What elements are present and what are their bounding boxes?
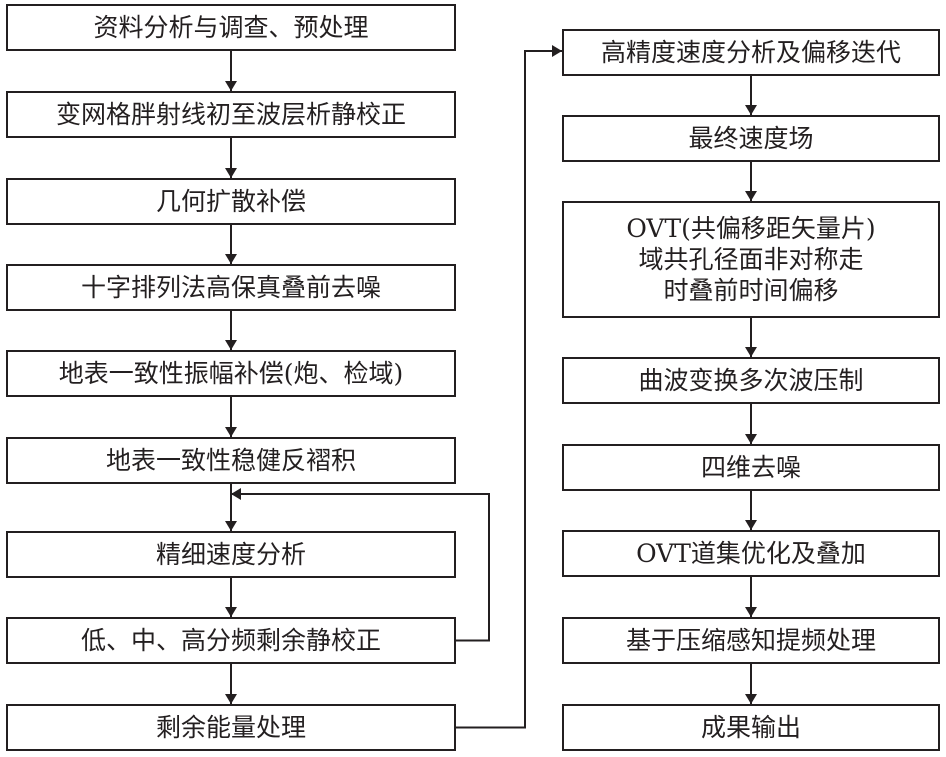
step-result-output: 成果输出 — [562, 704, 940, 751]
step-multiple-suppression: 曲波变换多次波压制 — [562, 357, 940, 404]
step-4d-denoise: 四维去噪 — [562, 444, 940, 491]
step-amplitude-compensation: 地表一致性振幅补偿(炮、检域) — [6, 350, 456, 397]
step-data-analysis: 资料分析与调查、预处理 — [6, 4, 456, 51]
step-prestack-denoise: 十字排列法高保真叠前去噪 — [6, 264, 456, 311]
arrow-l9-to-r1 — [456, 45, 562, 729]
step-velocity-migration-iteration: 高精度速度分析及偏移迭代 — [562, 29, 940, 76]
arrow-l8-to-l7 — [231, 488, 490, 642]
step-tomographic-static-correction: 变网格胖射线初至波层析静校正 — [6, 91, 456, 138]
step-residual-energy-processing: 剩余能量处理 — [6, 704, 456, 751]
step-ovt-prestack-time-migration: OVT(共偏移距矢量片) 域共孔径面非对称走 时叠前时间偏移 — [562, 201, 940, 318]
step-deconvolution: 地表一致性稳健反褶积 — [6, 437, 456, 484]
step-geometric-spreading-compensation: 几何扩散补偿 — [6, 178, 456, 225]
step-ovt-gather-stack: OVT道集优化及叠加 — [562, 530, 940, 577]
step-velocity-analysis: 精细速度分析 — [6, 531, 456, 578]
step-compressed-sensing-enhancement: 基于压缩感知提频处理 — [562, 617, 940, 664]
step-final-velocity-field: 最终速度场 — [562, 115, 940, 162]
step-residual-static-correction: 低、中、高分频剩余静校正 — [6, 617, 456, 664]
